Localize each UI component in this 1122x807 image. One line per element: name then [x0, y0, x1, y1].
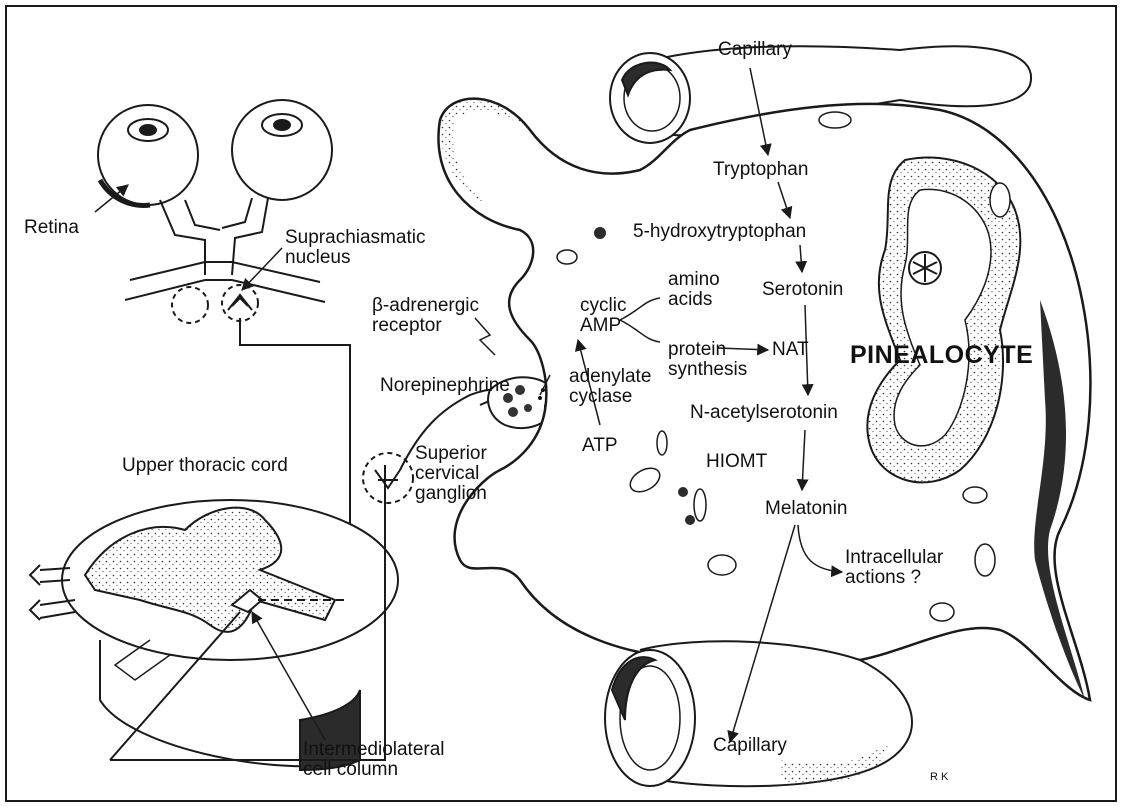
- mitochondrion-5: [975, 544, 995, 576]
- optic-nerve-right-b: [222, 198, 252, 228]
- vesicle-4: [524, 404, 532, 412]
- granule-1: [594, 227, 606, 239]
- label-hiomt: HIOMT: [706, 452, 767, 471]
- label-norepinephrine: Norepinephrine: [380, 376, 510, 395]
- label-capillary-bottom: Capillary: [713, 736, 787, 755]
- label-atp: ATP: [582, 436, 618, 455]
- label-superior-cervical-ganglion: Superior cervical ganglion: [415, 444, 487, 504]
- left-pupil: [140, 125, 156, 135]
- mitochondrion-8: [657, 431, 667, 455]
- granule-3: [685, 515, 695, 525]
- label-intermediolateral-cell-column: Intermediolateral cell column: [303, 740, 445, 780]
- label-cyclic-amp: cyclic AMP: [580, 296, 626, 336]
- optic-nerve-left-b: [185, 200, 220, 230]
- mitochondrion-1: [819, 112, 851, 128]
- vesicle-3: [508, 407, 518, 417]
- label-adenylate-cyclase: adenylate cyclase: [569, 367, 651, 407]
- artist-signature: R K: [930, 772, 948, 783]
- nerve-root-ends: [30, 565, 40, 620]
- label-capillary-top: Capillary: [718, 40, 792, 59]
- mitochondrion-4: [708, 555, 736, 575]
- label-amino-acids: amino acids: [668, 270, 720, 310]
- eyes-group: [98, 100, 332, 323]
- label-suprachiasmatic-nucleus: Suprachiasmatic nucleus: [285, 228, 425, 268]
- granule-2: [678, 487, 688, 497]
- mitochondrion-9: [694, 489, 706, 521]
- right-pupil: [274, 120, 290, 130]
- vesicle-c1: [557, 250, 577, 264]
- label-pinealocyte: PINEALOCYTE: [850, 343, 1033, 368]
- label-melatonin: Melatonin: [765, 499, 847, 518]
- scn-pointer: [242, 248, 282, 290]
- mitochondrion-2: [990, 183, 1010, 217]
- label-beta-adrenergic-receptor: β-adrenergic receptor: [372, 296, 479, 336]
- label-retina: Retina: [24, 218, 79, 237]
- label-serotonin: Serotonin: [762, 280, 843, 299]
- optic-tract-lower: [125, 280, 325, 302]
- scn-neuron-icon: [228, 295, 252, 310]
- label-tryptophan: Tryptophan: [713, 160, 808, 179]
- label-upper-thoracic-cord: Upper thoracic cord: [122, 456, 288, 475]
- spinal-cord: [30, 500, 398, 770]
- mitochondrion-7: [930, 603, 954, 621]
- vesicle-2: [515, 385, 525, 395]
- mitochondrion-6: [963, 487, 987, 503]
- label-nat: NAT: [772, 340, 809, 359]
- label-n-acetylserotonin: N-acetylserotonin: [690, 403, 838, 422]
- scn-left: [172, 287, 208, 323]
- capillary-bottom: [605, 641, 912, 786]
- label-5-hydroxytryptophan: 5-hydroxytryptophan: [633, 222, 806, 241]
- ne-dot-1: [538, 396, 542, 400]
- label-intracellular-actions: Intracellular actions ?: [845, 548, 943, 588]
- scn-right: [222, 285, 258, 321]
- label-protein-synthesis: protein synthesis: [668, 340, 747, 380]
- scg-neuron-icon: [375, 470, 400, 488]
